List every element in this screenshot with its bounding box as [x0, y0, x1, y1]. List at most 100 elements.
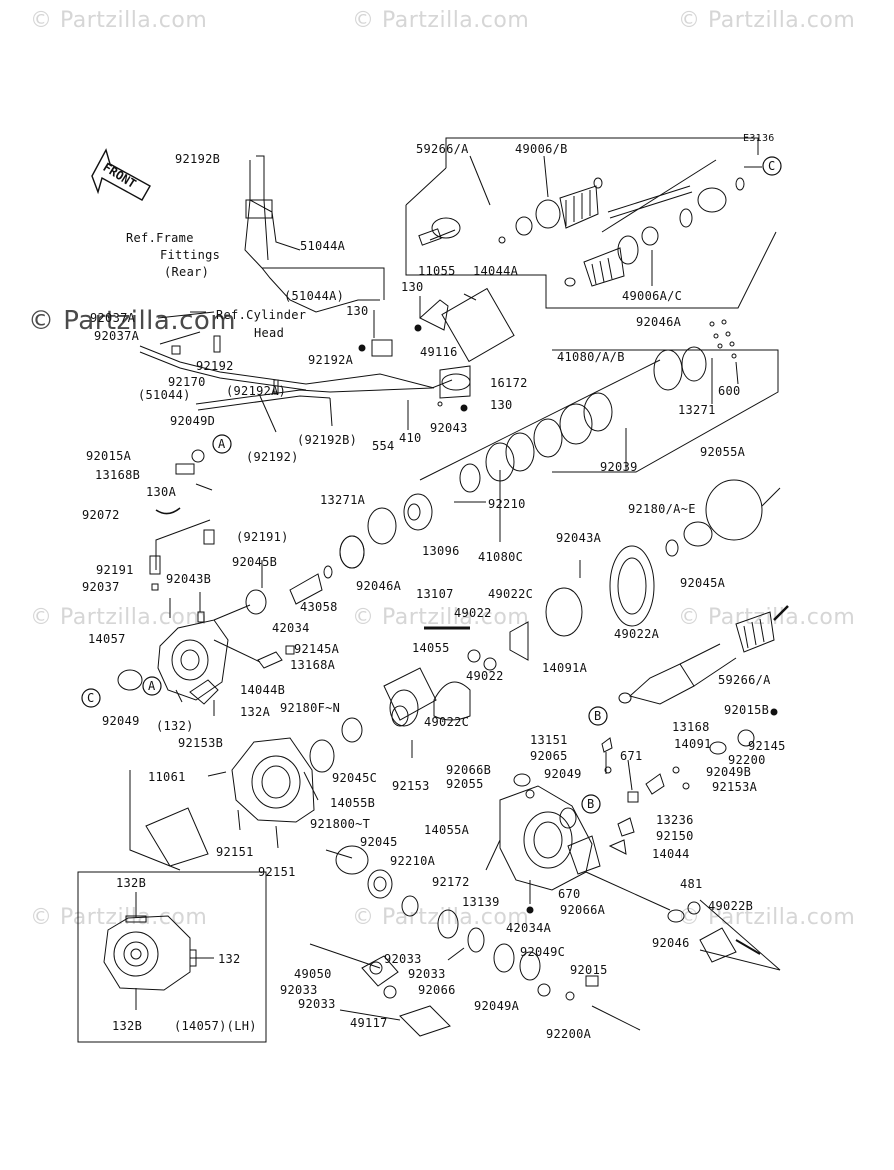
- part-label: 92015A: [86, 449, 132, 463]
- part-label: 92065: [530, 749, 568, 763]
- part-label: 600: [718, 384, 741, 398]
- part-label: 43058: [300, 600, 338, 614]
- part-label: 49022C: [424, 715, 470, 729]
- part-label: 92210A: [390, 854, 436, 868]
- part-label: 92180/A~E: [628, 502, 696, 516]
- part-label: 132B: [116, 876, 147, 890]
- watermark: © Partzilla.com: [28, 306, 237, 336]
- housing-14055b: [129, 717, 363, 871]
- part-label: 92049: [544, 767, 582, 781]
- part-label: 13107: [416, 587, 454, 601]
- note-ref-cylinder: Ref.Cylinder: [216, 308, 307, 322]
- part-label: 130: [401, 280, 424, 294]
- watermark: © Partzilla.com: [352, 605, 530, 630]
- part-label: 92180F~N: [280, 701, 341, 715]
- callout-a-letter: A: [218, 437, 226, 451]
- part-label: 92046: [652, 936, 690, 950]
- watermark: © Partzilla.com: [352, 905, 530, 930]
- callout-a-left: [142, 676, 162, 696]
- part-label: 130: [490, 398, 513, 412]
- note-rear: (Rear): [164, 265, 210, 279]
- part-label: 132A: [240, 705, 271, 719]
- right-drive-shaft: [618, 605, 789, 705]
- part-label: 16172: [490, 376, 528, 390]
- part-label: 92192A: [308, 353, 354, 367]
- part-label: 92072: [82, 508, 120, 522]
- part-label: (92192A): [226, 384, 287, 398]
- part-label: 13271: [678, 403, 716, 417]
- part-label: 92045B: [232, 555, 278, 569]
- part-label: 14055A: [424, 823, 470, 837]
- part-label: 92033: [384, 952, 422, 966]
- part-label: 14055B: [330, 796, 376, 810]
- part-label: 49022: [454, 606, 492, 620]
- part-label: 14091A: [542, 661, 588, 675]
- part-label: 49022B: [708, 899, 754, 913]
- brake-line: [139, 155, 453, 433]
- part-label: 49117: [350, 1016, 388, 1030]
- part-label: 92045C: [332, 771, 378, 785]
- part-label: 92145: [748, 739, 786, 753]
- part-label: 92200: [728, 753, 766, 767]
- part-label: 92200A: [546, 1027, 592, 1041]
- part-label: 92046A: [356, 579, 402, 593]
- inset-housing: [103, 892, 214, 1010]
- watermark: © Partzilla.com: [30, 8, 208, 33]
- front-arrow-icon: [91, 148, 151, 201]
- part-label: 92153B: [178, 736, 224, 750]
- part-label: 13168: [672, 720, 710, 734]
- part-label: 92172: [432, 875, 470, 889]
- part-label: 92210: [488, 497, 526, 511]
- part-label: (51044): [138, 388, 191, 402]
- part-label: 92153: [392, 779, 430, 793]
- callout-b-letter: B: [587, 797, 595, 811]
- part-label: 13096: [422, 544, 460, 558]
- part-label: 13139: [462, 895, 500, 909]
- part-label: 41080C: [478, 550, 524, 564]
- part-label: 14055: [412, 641, 450, 655]
- note-head: Head: [254, 326, 285, 340]
- part-label: 92192: [196, 359, 234, 373]
- part-label: 92151: [258, 865, 296, 879]
- part-label: 14057: [88, 632, 126, 646]
- part-label: 14044B: [240, 683, 286, 697]
- part-label: 92043: [430, 421, 468, 435]
- needle-bearing-dots: [709, 319, 737, 359]
- watermark: © Partzilla.com: [30, 605, 208, 630]
- part-label: 41080/A/B: [557, 350, 625, 364]
- part-label: 92045A: [680, 576, 726, 590]
- callout-b-mid: [581, 794, 601, 814]
- part-label: 92145A: [294, 642, 340, 656]
- part-label: 92049B: [706, 765, 752, 779]
- part-label: 92037A: [90, 311, 136, 325]
- part-label: 92153A: [712, 780, 758, 794]
- part-label: 132: [218, 952, 241, 966]
- part-label: 92046A: [636, 315, 682, 329]
- part-label: 13151: [530, 733, 568, 747]
- inset-box: [77, 871, 267, 1043]
- part-label: 92033: [298, 997, 336, 1011]
- part-label: 130: [346, 304, 369, 318]
- part-label: 92049: [102, 714, 140, 728]
- part-label: 42034: [272, 621, 310, 635]
- part-label: 14044: [652, 847, 690, 861]
- part-label: 92049C: [520, 945, 566, 959]
- part-label: 49006/B: [515, 142, 568, 156]
- part-label: 42034A: [506, 921, 552, 935]
- part-label: 92043A: [556, 531, 602, 545]
- callout-c-top: [762, 156, 782, 176]
- part-label: 92170: [168, 375, 206, 389]
- part-label: (92192): [246, 450, 299, 464]
- callout-b-right: [588, 706, 608, 726]
- part-label: 49116: [420, 345, 458, 359]
- part-label: 92191: [96, 563, 134, 577]
- part-label: 51044A: [300, 239, 346, 253]
- part-label: 49022C: [488, 587, 534, 601]
- part-label: 14091: [674, 737, 712, 751]
- drive-shaft-top: [418, 159, 745, 287]
- part-label: 92037: [82, 580, 120, 594]
- yoke-assembly: [309, 943, 465, 1037]
- part-label: 92049A: [474, 999, 520, 1013]
- part-label: 92045: [360, 835, 398, 849]
